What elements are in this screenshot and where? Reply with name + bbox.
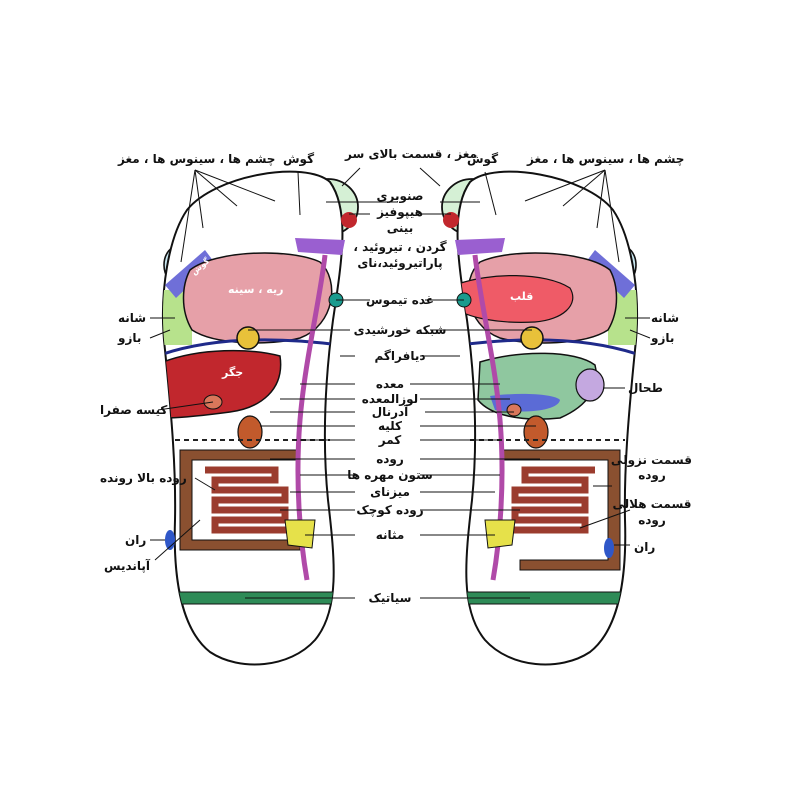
liver-label: جگر — [222, 366, 244, 379]
left-arm-label: بازو — [118, 331, 142, 345]
right-foot — [441, 170, 638, 666]
sciatic-label: سیاتیک — [368, 591, 412, 605]
right-arm-label: بازو — [651, 331, 675, 345]
gallbladder-label: کیسه صفرا — [100, 403, 168, 417]
adrenal-label: آدرنال — [371, 405, 409, 419]
right-diaphragm-line — [459, 338, 638, 357]
left-shoulder-label: شانه — [118, 311, 147, 325]
right-solar-plexus — [520, 326, 544, 350]
left-eyes-sinus-brain-label: چشم ها ، سینوس ها ، مغز — [118, 152, 276, 166]
left-solar-plexus — [236, 326, 260, 350]
diaphragm-label: دیافراگم — [374, 349, 426, 363]
right-ear-top-label: گوش — [467, 152, 499, 166]
appendix-label: آپاندیس — [104, 559, 151, 573]
neck-thyroid-label: گردن ، تیروئید ، — [353, 240, 447, 254]
left-eye-small-label: چشم — [253, 241, 274, 250]
waist-label: کمر — [378, 433, 402, 447]
spleen-label: طحال — [628, 381, 663, 395]
pancreas-label: لوزالمعده — [361, 392, 419, 406]
ascending-colon-label: روده بالا رونده — [100, 471, 187, 485]
kidney-label: کلیه — [377, 419, 403, 433]
spine-label: ستون مهره ها — [347, 468, 433, 482]
right-gall-point — [506, 403, 522, 417]
parathyroid-label: پاراتیروئید،نای — [357, 256, 443, 270]
right-shoulder-label: شانه — [651, 311, 680, 325]
pituitary-label: هیپوفیز — [377, 205, 423, 219]
heart-label: قلب — [510, 290, 534, 303]
bladder-label: مثانه — [375, 528, 405, 542]
ureter-label: میزنای — [370, 485, 410, 499]
sigmoid-colon-label-1: قسمت هلالی — [612, 497, 692, 511]
leader-lines — [149, 167, 651, 599]
sigmoid-colon-label-2: روده — [638, 513, 666, 527]
left-thigh-label: ران — [125, 533, 147, 547]
right-spleen — [575, 368, 605, 402]
left-pituitary-point — [341, 212, 357, 228]
left-neck-band — [295, 238, 345, 255]
small-intestine-label: روده کوچک — [356, 503, 424, 517]
right-thigh-point — [604, 538, 614, 558]
pineal-label: صنوبری — [376, 189, 424, 203]
right-bladder — [484, 519, 516, 549]
brain-top-head-label: مغز ، قسمت بالای سر — [345, 147, 477, 161]
left-foot — [162, 170, 359, 666]
intestine-label: روده — [376, 452, 404, 466]
right-neck-band — [455, 238, 505, 255]
left-lung-zone — [182, 252, 333, 344]
right-thigh-label: ران — [634, 540, 656, 554]
left-ear-top-label: گوش — [283, 152, 315, 166]
descending-colon-label-2: روده — [638, 468, 666, 482]
thymus-label: غده تیموس — [366, 293, 434, 307]
right-sciatic-line — [457, 591, 638, 605]
right-small-intestine — [505, 466, 595, 534]
nose-label: بینی — [386, 221, 414, 235]
right-pituitary-point — [443, 212, 459, 228]
right-eyes-sinus-brain-label: چشم ها ، سینوس ها ، مغز — [527, 152, 685, 166]
right-kidney — [523, 415, 549, 449]
left-kidney — [237, 415, 263, 449]
lung-chest-label: ریه ، سینه — [228, 283, 284, 296]
left-bladder — [284, 519, 316, 549]
left-small-intestine — [205, 466, 295, 534]
solar-plexus-label: شبکه خورشیدی — [353, 323, 447, 337]
left-liver-zone — [162, 349, 282, 419]
descending-colon-label-1: قسمت نزولی — [610, 453, 692, 467]
stomach-label: معده — [375, 377, 405, 391]
